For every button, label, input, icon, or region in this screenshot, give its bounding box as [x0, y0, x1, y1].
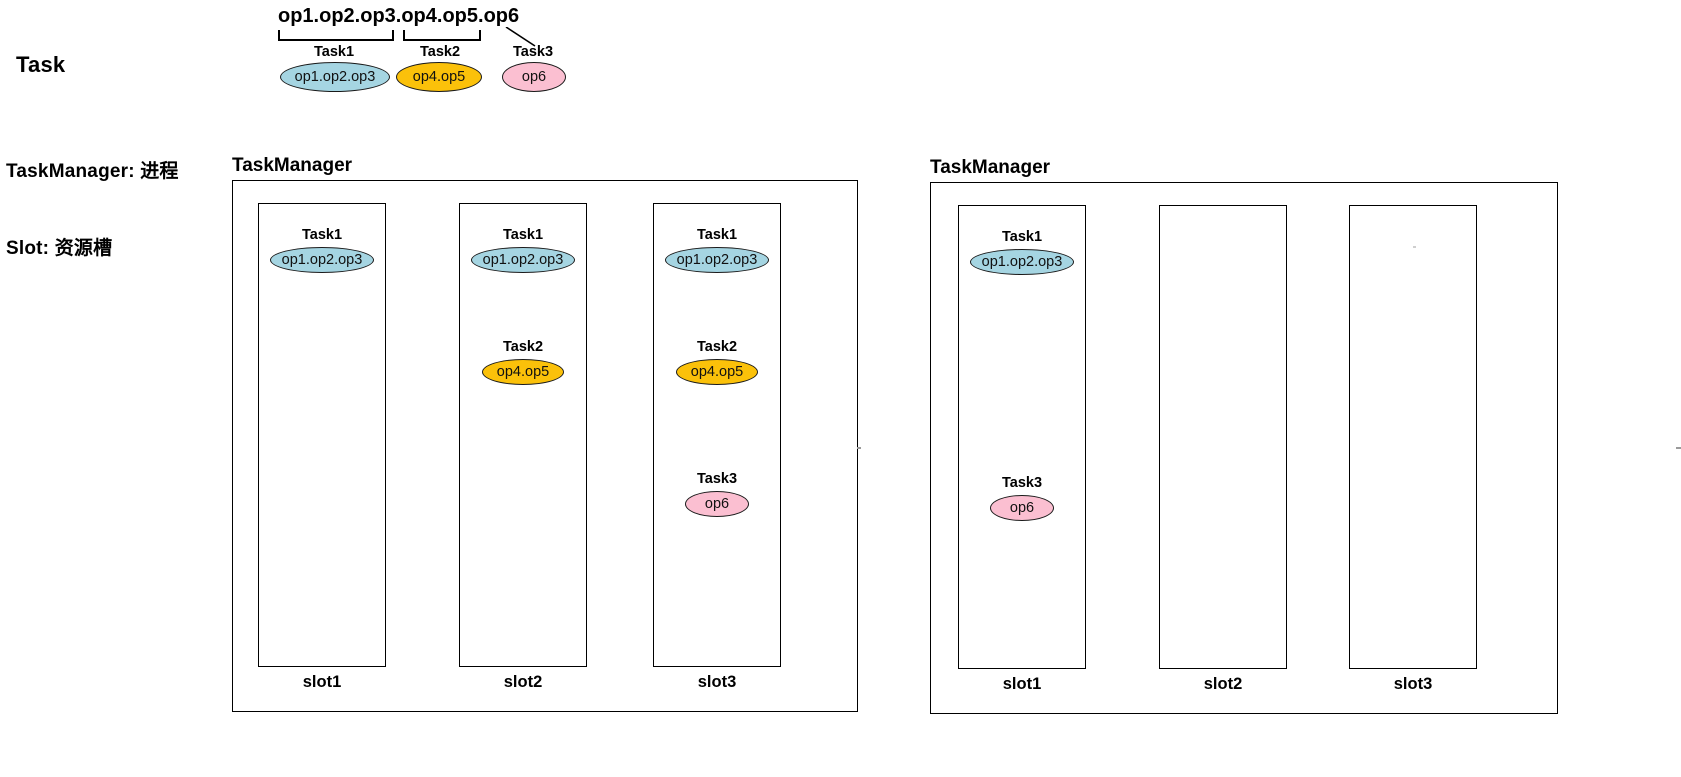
slot-task-entry: Task1 op1.op2.op3 [959, 229, 1085, 275]
slot-task-entry: Task1 op1.op2.op3 [460, 227, 586, 273]
taskmanager-2-slot1[interactable]: Task1 op1.op2.op3 Task3 op6 [958, 205, 1086, 669]
operator-ellipse-task2: op4.op5 [396, 62, 482, 92]
taskmanager-1-slot2[interactable]: Task1 op1.op2.op3 Task2 op4.op5 [459, 203, 587, 667]
task-name-task3: Task3 [512, 44, 554, 60]
slot-operator-ellipse: op6 [990, 494, 1054, 521]
taskmanager-1-slot2-caption: slot2 [503, 673, 543, 691]
operator-chain-text: op1.op2.op3.op4.op5.op6 [278, 5, 520, 27]
slot-task-label: Task1 [696, 227, 738, 243]
taskmanager-2-box: Task1 op1.op2.op3 Task3 op6 slot1 slot2 … [930, 182, 1558, 714]
slot-task-entry: Task3 op6 [654, 471, 780, 517]
taskmanager-1-slot1-caption: slot1 [302, 673, 342, 691]
taskmanager-1-title: TaskManager [232, 155, 353, 176]
slot-operator-ellipse: op1.op2.op3 [970, 248, 1074, 275]
edge-tick-right [1676, 447, 1681, 449]
slot-task-label: Task1 [502, 227, 544, 243]
slot-task-label: Task2 [696, 339, 738, 355]
bracket-task1 [278, 30, 394, 41]
taskmanager-1-slot3[interactable]: Task1 op1.op2.op3 Task2 op4.op5 Task3 op… [653, 203, 781, 667]
edge-tick-left [857, 447, 861, 449]
slot-task-label: Task2 [502, 339, 544, 355]
slot-task-entry: Task2 op4.op5 [460, 339, 586, 385]
taskmanager-2-slot1-caption: slot1 [1002, 675, 1042, 693]
bracket-task2 [403, 30, 481, 41]
taskmanager-1-box: Task1 op1.op2.op3 Task1 op1.op2.op3 Task… [232, 180, 858, 712]
slot-operator-ellipse: op1.op2.op3 [471, 246, 575, 273]
taskmanager-1-slot1[interactable]: Task1 op1.op2.op3 [258, 203, 386, 667]
task-name-task1: Task1 [313, 44, 355, 60]
taskmanager-2-slot3[interactable] [1349, 205, 1477, 669]
slot-task-entry: Task2 op4.op5 [654, 339, 780, 385]
taskmanager-2-slot2[interactable] [1159, 205, 1287, 669]
operator-ellipse-task1: op1.op2.op3 [280, 62, 390, 92]
task-name-task2: Task2 [419, 44, 461, 60]
taskmanager-1-slot3-caption: slot3 [697, 673, 737, 691]
slot-operator-ellipse: op1.op2.op3 [270, 246, 374, 273]
slot-task-entry: Task3 op6 [959, 475, 1085, 521]
task-composition-diagram: op1.op2.op3.op4.op5.op6 Task1 Task2 Task… [262, 0, 582, 110]
row-label-task: Task [16, 52, 66, 77]
slot-operator-ellipse: op4.op5 [482, 358, 564, 385]
scan-artifact-dot [1413, 246, 1416, 248]
row-label-slot: Slot: 资源槽 [6, 238, 113, 259]
slot-task-label: Task3 [696, 471, 738, 487]
slot-task-entry: Task1 op1.op2.op3 [259, 227, 385, 273]
slot-operator-ellipse: op1.op2.op3 [665, 246, 769, 273]
slot-task-entry: Task1 op1.op2.op3 [654, 227, 780, 273]
row-label-taskmanager: TaskManager: 进程 [6, 161, 179, 182]
taskmanager-2-title: TaskManager [930, 157, 1051, 178]
taskmanager-2-slot3-caption: slot3 [1393, 675, 1433, 693]
taskmanager-2-slot2-caption: slot2 [1203, 675, 1243, 693]
slot-operator-ellipse: op4.op5 [676, 358, 758, 385]
slot-task-label: Task3 [1001, 475, 1043, 491]
slot-task-label: Task1 [301, 227, 343, 243]
operator-ellipse-task3: op6 [502, 62, 566, 92]
slot-operator-ellipse: op6 [685, 490, 749, 517]
leader-line-task3 [505, 27, 536, 47]
slot-task-label: Task1 [1001, 229, 1043, 245]
